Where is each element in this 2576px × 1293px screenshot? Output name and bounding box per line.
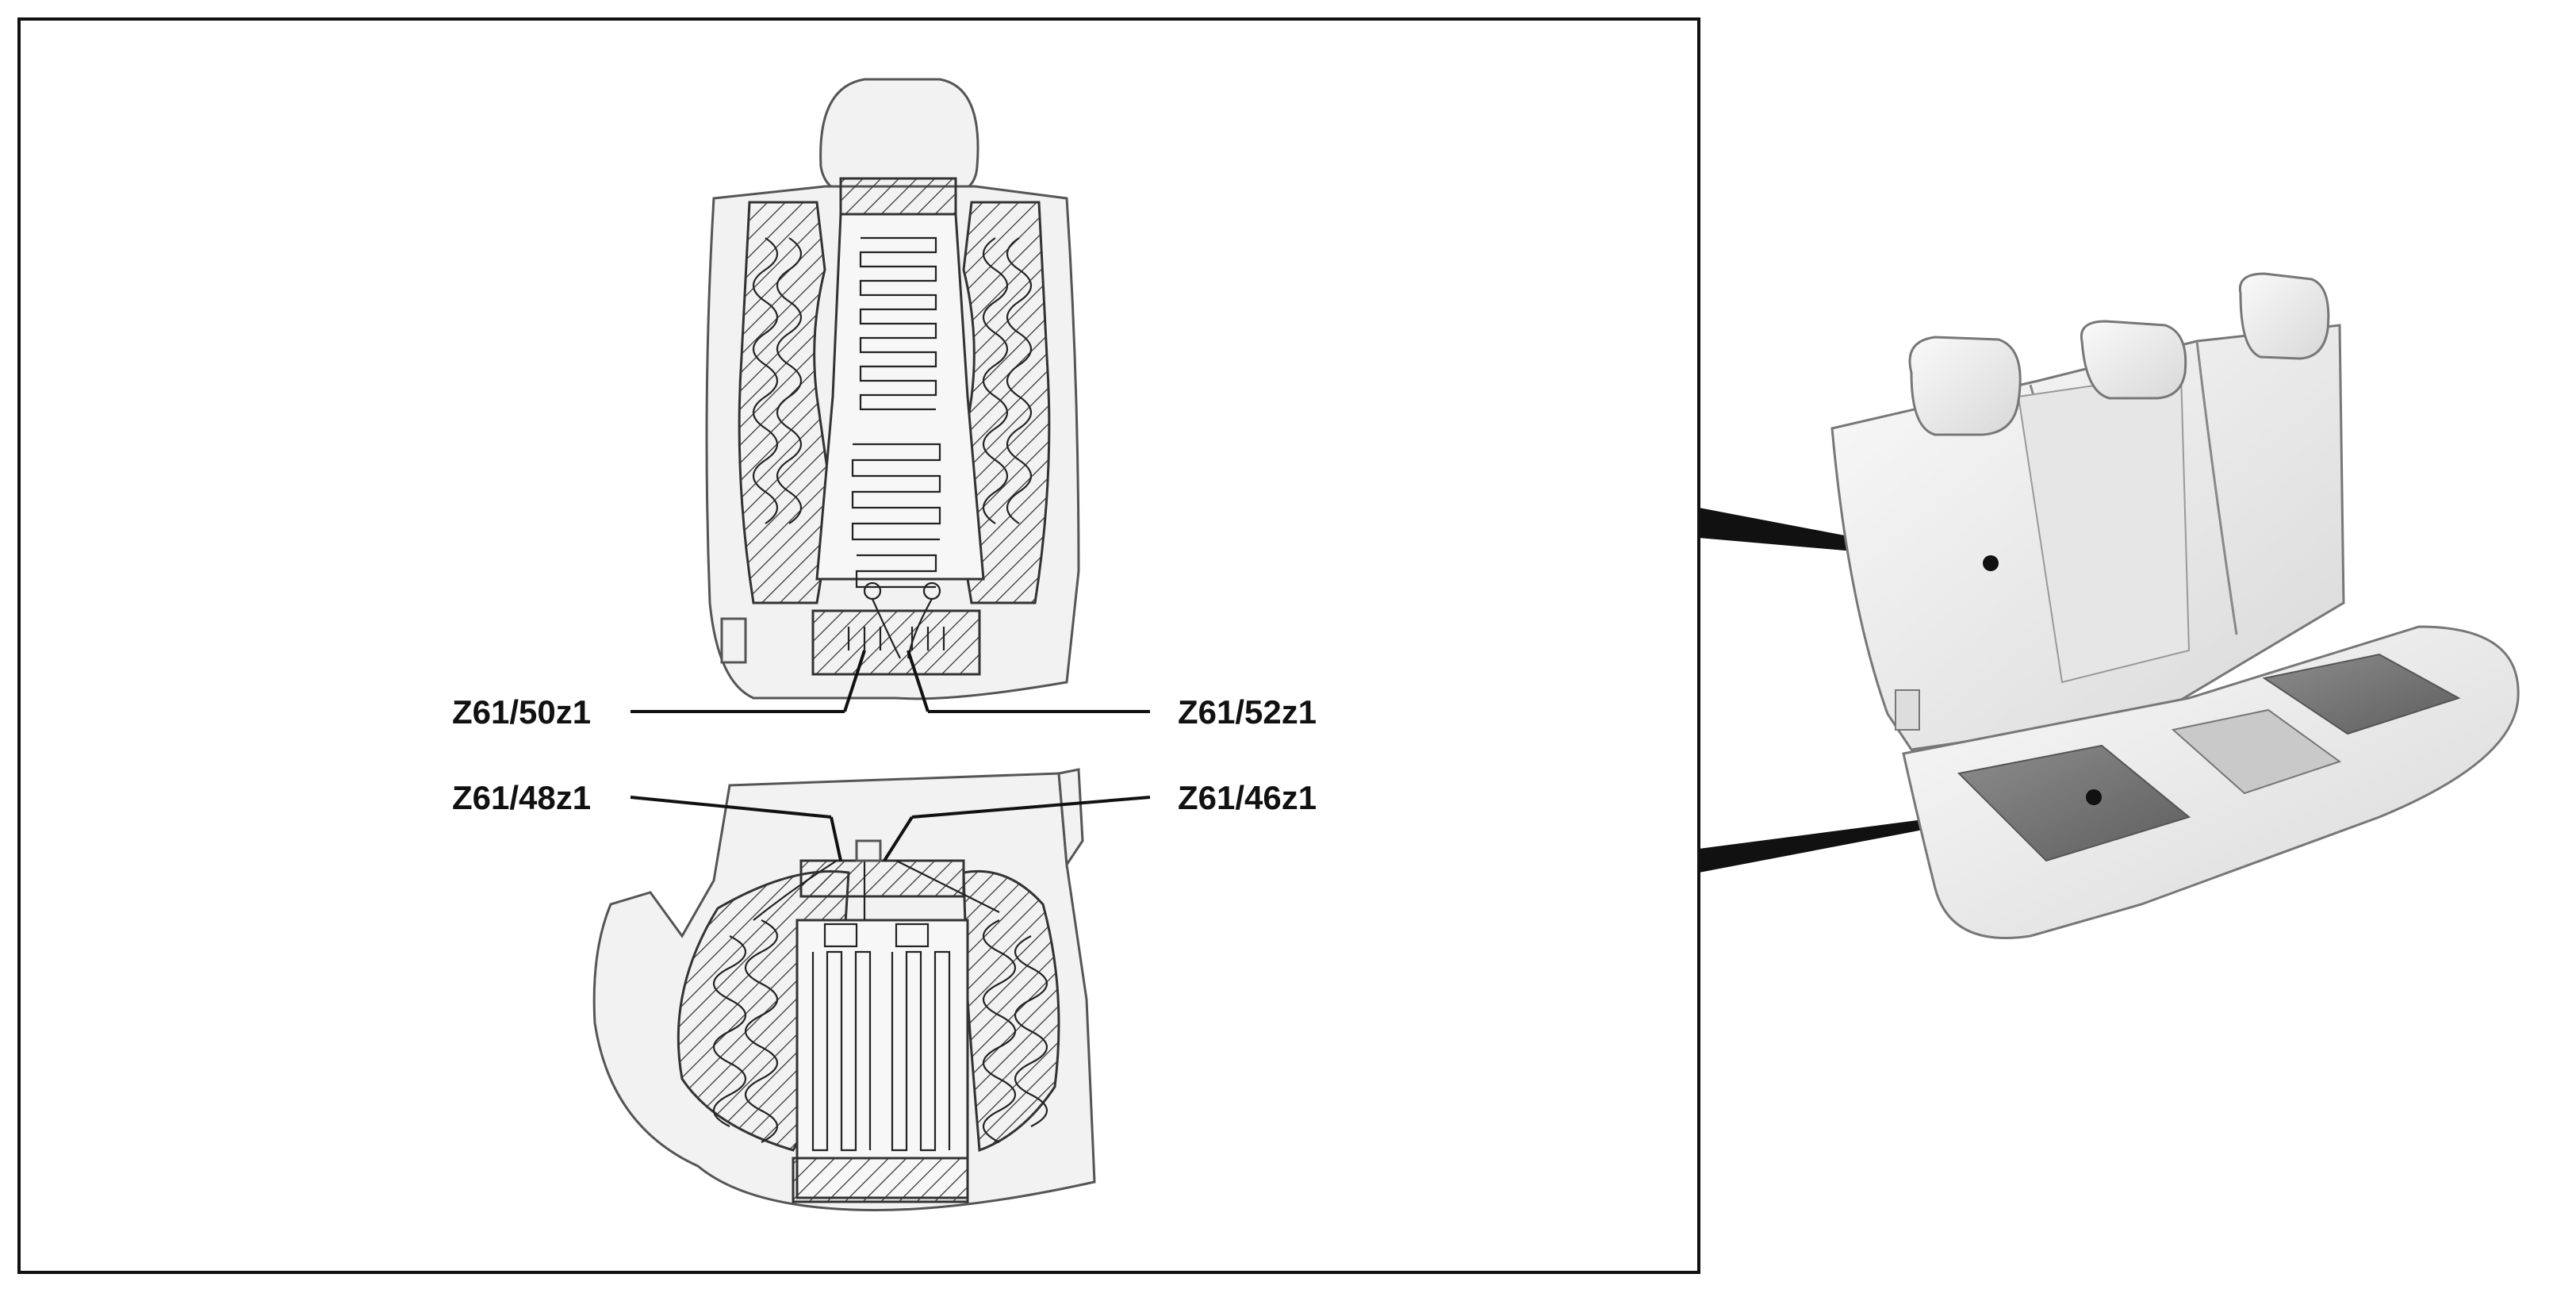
rear-bench-seat — [1830, 272, 2520, 939]
backrest-detail — [705, 78, 1080, 700]
label-z61-50z1: Z61/50z1 — [452, 650, 866, 731]
label-text-z61-48z1: Z61/48z1 — [452, 779, 591, 816]
label-text-z61-52z1: Z61/52z1 — [1178, 693, 1317, 731]
label-z61-48z1: Z61/48z1 — [452, 779, 842, 861]
label-text-z61-46z1: Z61/46z1 — [1178, 779, 1317, 816]
cushion-heating-wire — [811, 923, 951, 1152]
label-z61-46z1: Z61/46z1 — [883, 779, 1317, 862]
backrest-heating-wire — [851, 236, 941, 589]
label-text-z61-50z1: Z61/50z1 — [452, 693, 591, 731]
cushion-detail — [592, 768, 1096, 1212]
label-z61-52z1: Z61/52z1 — [907, 650, 1317, 731]
